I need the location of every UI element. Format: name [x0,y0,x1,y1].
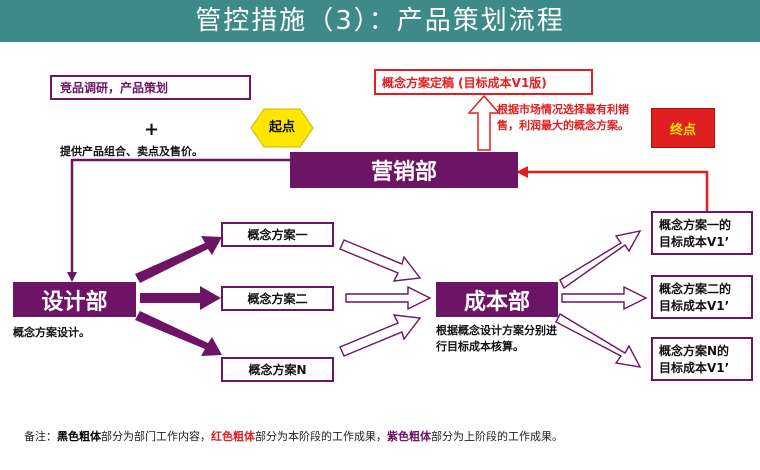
target-cost-box-2: 概念方案二的 目标成本V1’ [651,275,753,319]
concept-box-n: 概念方案N [221,357,334,382]
cost-note-line1: 根据概念设计方案分别进 [436,324,557,337]
target-2-line2: 目标成本V1’ [659,299,730,313]
marketing-department: 营销部 [290,152,518,188]
provide-text: 提供产品组合、卖点及售价。 [60,145,203,158]
end-box: 终点 [651,108,715,148]
concept1-to-cost-arrow [339,239,422,282]
design-to-concept1-arrow [135,236,222,283]
target-1-line1: 概念方案一的 [659,218,732,232]
cost-department: 成本部 [436,282,558,317]
start-hexagon [250,108,314,148]
concept-box-1: 概念方案一 [221,222,334,247]
concept-1-label: 概念方案一 [247,228,308,242]
cost-label: 成本部 [463,289,530,315]
marketing-label: 营销部 [370,160,437,185]
note-part2: 部分为本阶段的工作成果， [255,430,387,443]
final-label: 概念方案定稿 (目标成本V1版) [382,75,547,90]
concept2-to-cost-arrow [345,285,432,311]
note-part1: 部分为部门工作内容， [101,430,211,443]
page-title: 管控措施（3）：产品策划流程 [0,0,760,42]
target-cost-box-1: 概念方案一的 目标成本V1’ [651,211,753,255]
select-note-line2: 售，利润最大的概念方案。 [497,119,629,132]
end-label: 终点 [669,122,696,138]
design-note: 概念方案设计。 [13,326,90,339]
design-to-conceptN-arrow [135,311,222,356]
target-n-line1: 概念方案N的 [659,344,730,358]
note-part3: 部分为上阶段的工作成果。 [431,430,563,443]
footnote: 备注：黑色粗体部分为部门工作内容，红色粗体部分为本阶段的工作成果，紫色粗体部分为… [24,428,563,444]
research-box: 竞品调研，产品策划 [50,75,251,100]
note-prefix: 备注： [24,430,57,443]
design-department: 设计部 [13,282,136,317]
cost-to-target2-arrow [561,285,648,311]
marketing-to-final-arrow [467,94,501,151]
plus-sign: + [144,119,160,140]
cost-to-target1-arrow [559,230,642,290]
note-red-bold: 红色粗体 [211,430,255,443]
cost-note-line2: 行目标成本核算。 [436,340,524,353]
concept-n-label: 概念方案N [248,363,307,377]
cost-to-targetN-arrow [555,313,642,368]
target-cost-box-n: 概念方案N的 目标成本V1’ [651,337,753,381]
marketing-to-design-arrow [67,158,290,282]
note-black-bold: 黑色粗体 [57,430,101,443]
target-2-line1: 概念方案二的 [659,282,732,296]
cost-note: 根据概念设计方案分别进 行目标成本核算。 [436,323,557,355]
design-label: 设计部 [41,289,108,315]
concept-box-2: 概念方案二 [221,286,334,311]
final-concept-box: 概念方案定稿 (目标成本V1版) [374,69,593,95]
concept-2-label: 概念方案二 [247,292,308,306]
select-note: 根据市场情况选择最有利销 售，利润最大的概念方案。 [497,102,629,134]
conceptN-to-cost-arrow [339,314,422,357]
end-to-marketing-arrow [516,166,709,211]
design-to-concept2-arrow [140,286,221,310]
research-label: 竞品调研，产品策划 [60,81,169,95]
target-n-line2: 目标成本V1’ [659,361,730,375]
start-label: 起点 [268,120,295,135]
select-note-line1: 根据市场情况选择最有利销 [497,103,629,116]
note-purple-bold: 紫色粗体 [387,430,431,443]
target-1-line2: 目标成本V1’ [659,235,730,249]
